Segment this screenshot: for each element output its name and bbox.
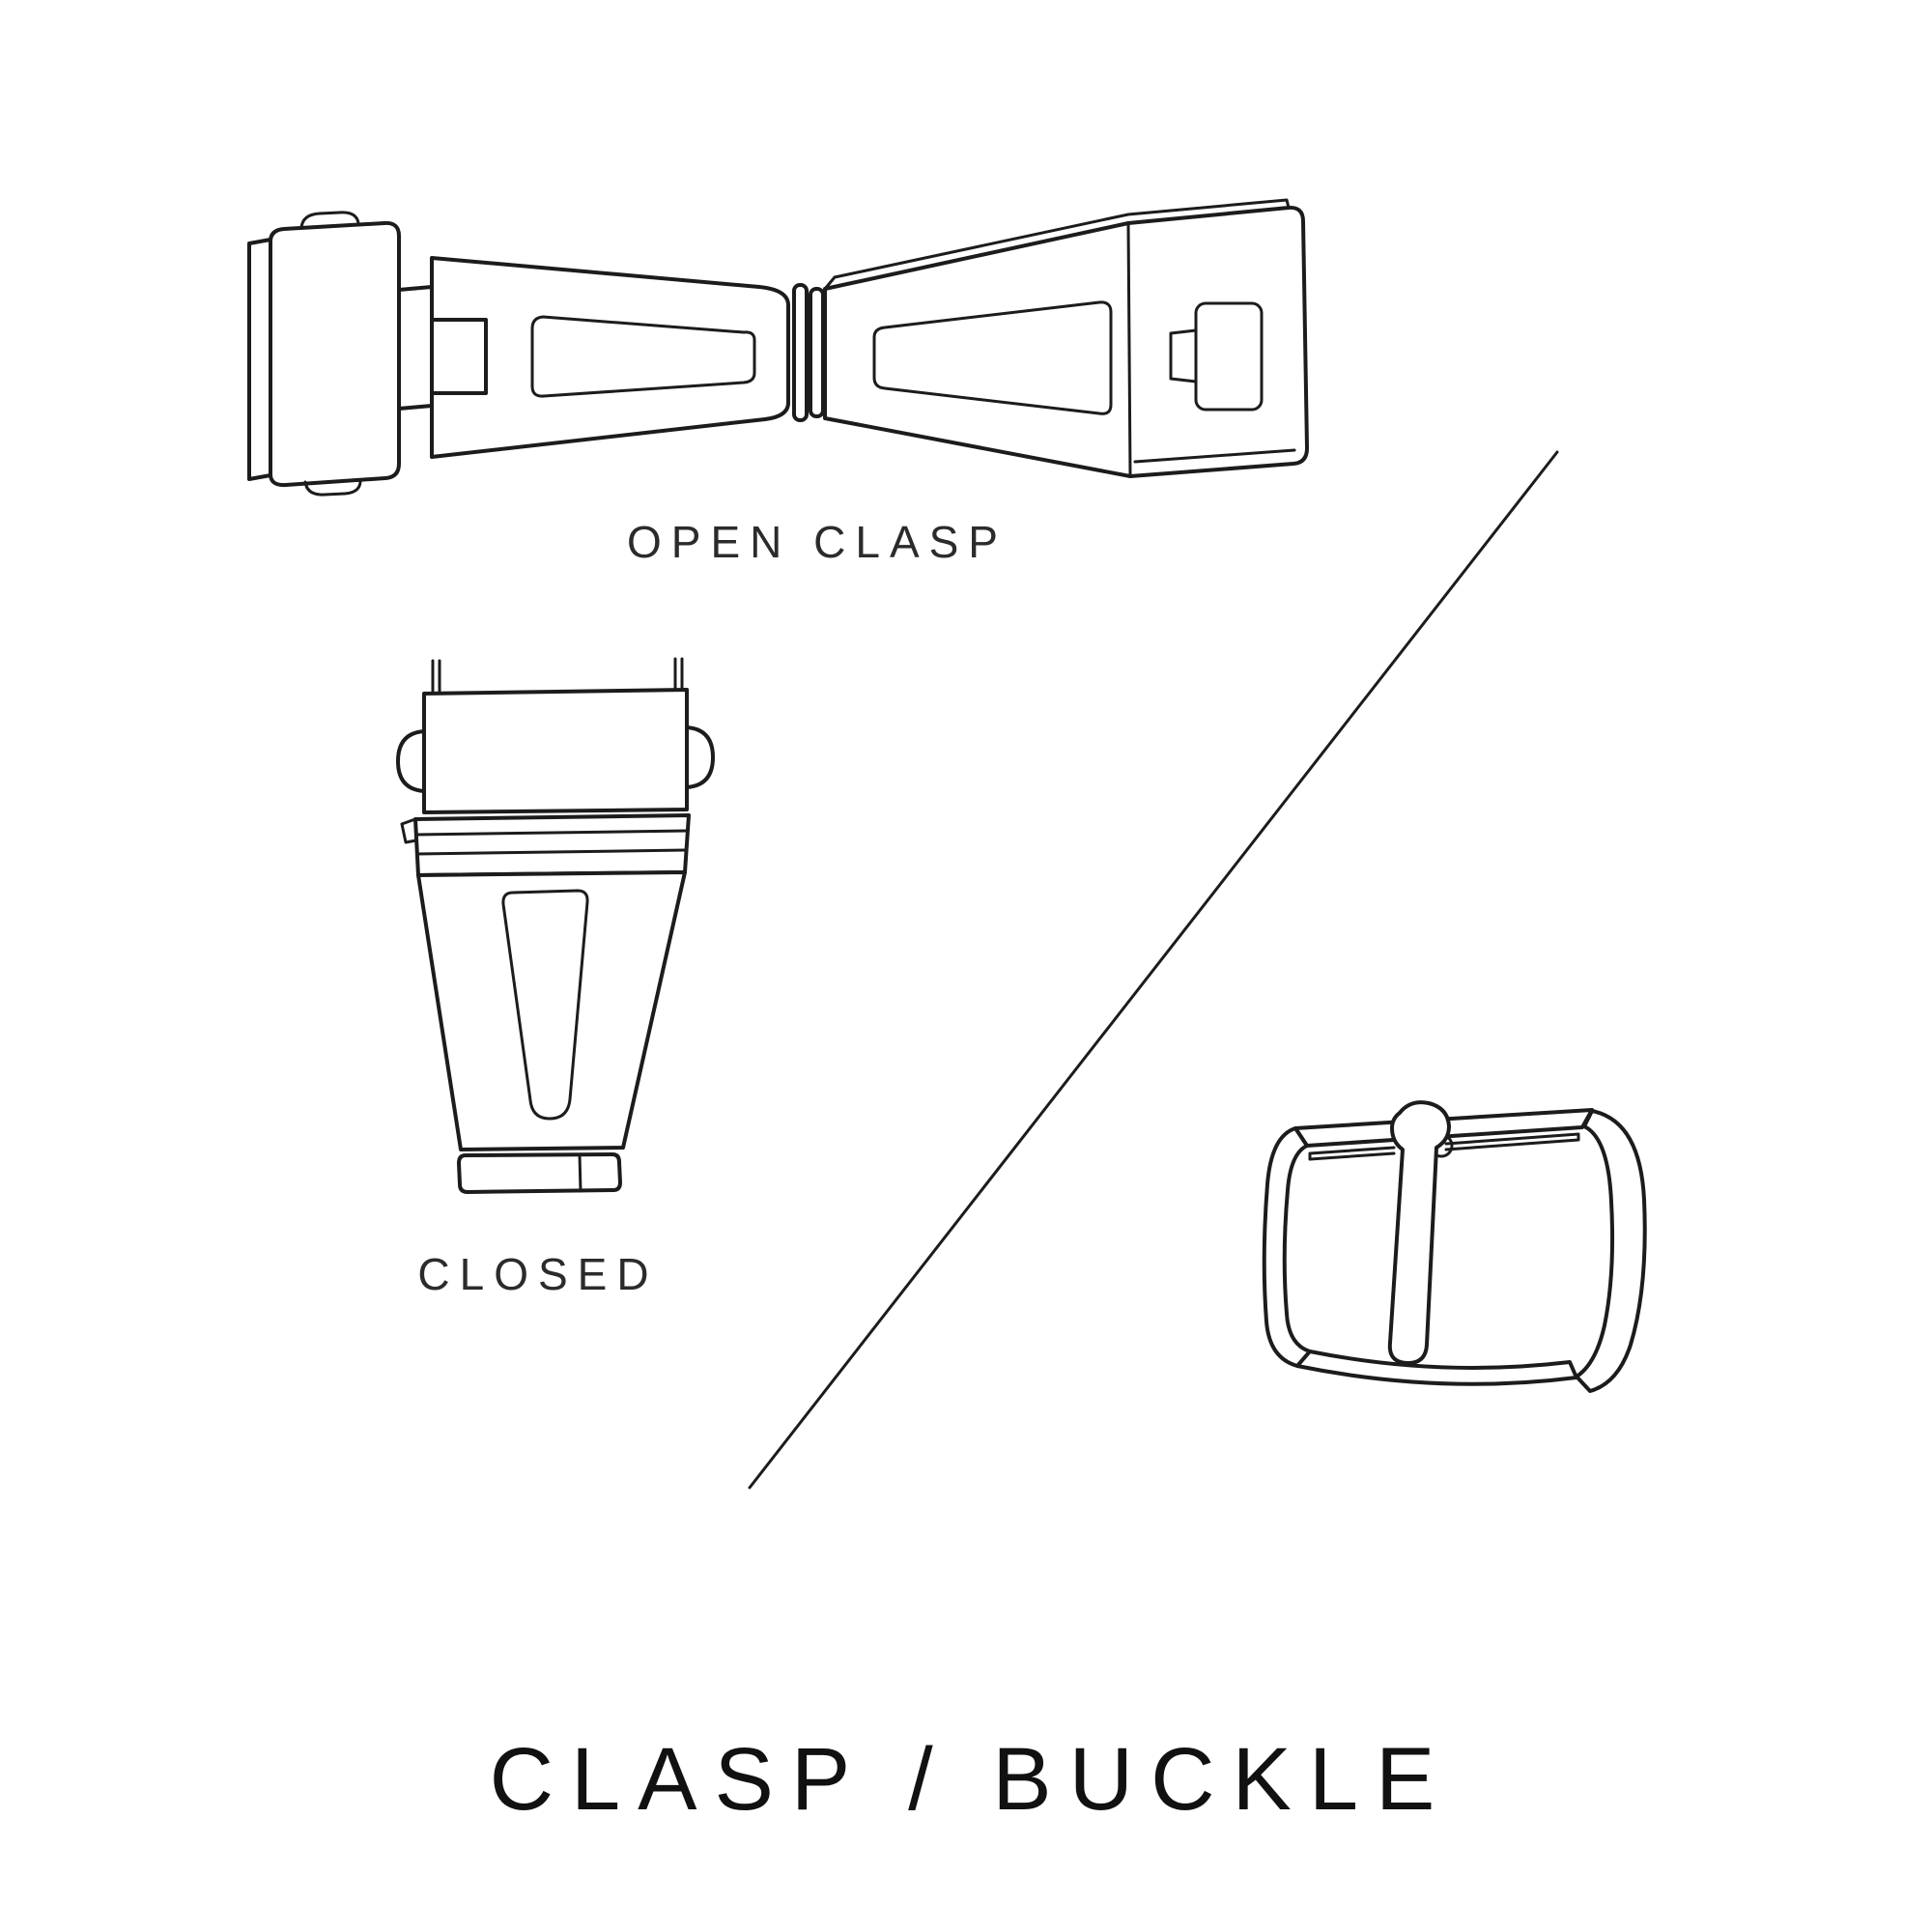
closed-clasp-band [413, 813, 691, 877]
closed-clasp-top-block [422, 688, 689, 814]
open-clasp-hinge-bar-1 [792, 283, 809, 422]
open-clasp-left-arm [430, 256, 790, 459]
closed-clasp-bottom-cap [457, 1152, 622, 1194]
closed-clasp-illustration [396, 657, 715, 1194]
buckle-illustration [1262, 1100, 1647, 1393]
closed-clasp-label: CLOSED [417, 1249, 659, 1299]
buckle-tang [1387, 1100, 1451, 1366]
open-clasp-cap-bottom-tab [303, 480, 362, 497]
page-title: CLASP / BUCKLE [489, 1730, 1453, 1829]
buckle-bottom-band [1295, 1350, 1578, 1386]
buckle-left-band [1262, 1126, 1312, 1368]
open-clasp-connector [397, 285, 434, 411]
open-clasp-illustration [247, 198, 1309, 497]
open-clasp-plate-hook [1169, 328, 1198, 384]
open-clasp-plate-bottom-fold [1133, 448, 1296, 464]
closed-clasp-prong-left [431, 659, 441, 696]
open-clasp-label: OPEN CLASP [627, 517, 1008, 567]
open-clasp-right-window [872, 300, 1113, 415]
open-clasp-hinge-bar-2 [809, 287, 825, 418]
open-clasp-plate-cutout [1194, 301, 1264, 412]
open-clasp-cap-top-tab [299, 211, 360, 230]
closed-clasp-ear-left [396, 729, 426, 793]
open-clasp-right-top-fold [823, 198, 1291, 291]
closed-clasp-prong-right [673, 657, 684, 694]
open-clasp-left-cap [269, 220, 401, 488]
buckle-right-band [1575, 1109, 1647, 1393]
buckle-crossbar [1308, 1132, 1580, 1161]
open-clasp-right-arm [823, 205, 1309, 478]
closed-clasp-left-notch [400, 817, 418, 844]
closed-clasp-body [416, 870, 687, 1151]
closed-clasp-cap-line [578, 1152, 582, 1193]
closed-clasp-ear-right [685, 725, 715, 789]
closed-clasp-band-lines [414, 829, 690, 856]
open-clasp-left-strip [247, 238, 272, 481]
closed-clasp-body-slot [501, 889, 589, 1121]
diagonal-divider-line [748, 450, 1559, 1490]
open-clasp-left-window [530, 315, 756, 398]
open-clasp-plate-divider [1126, 221, 1132, 478]
